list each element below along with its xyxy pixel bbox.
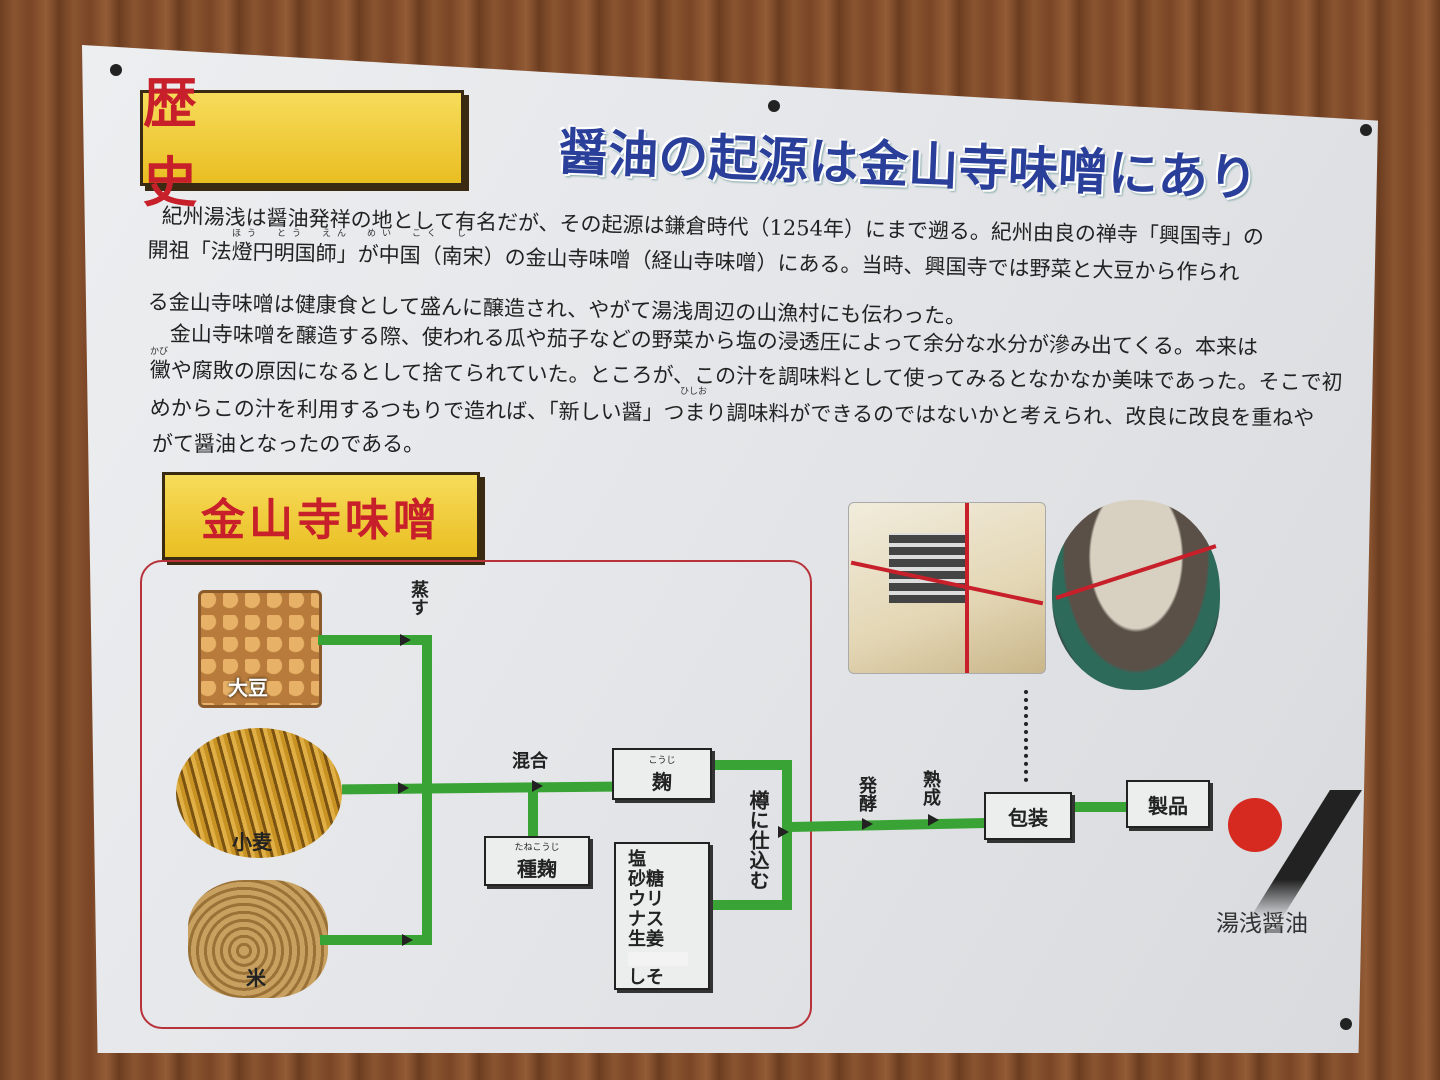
pin [768, 100, 780, 112]
addition-item: 生姜 [628, 929, 664, 950]
step-mix: 混合 [512, 751, 548, 772]
flow-line [528, 785, 538, 845]
step-ferment: 発酵 [856, 776, 877, 812]
ruby: かび [150, 347, 169, 357]
dotted-connector [1024, 690, 1028, 782]
arrow-icon [862, 818, 873, 830]
addition-item: 砂糖 [628, 869, 664, 890]
arrow-icon [400, 634, 411, 646]
seed-koji-label: 種麹 [517, 857, 557, 881]
pin [110, 64, 122, 76]
logo-brand: 湯浅醤油 [1216, 911, 1308, 937]
box-pattern [889, 533, 969, 603]
ingredient-soybean: 大豆 [228, 676, 268, 700]
box-product: 製品 [1126, 780, 1210, 828]
addition-item: しそ [628, 967, 664, 988]
arrow-icon [778, 826, 789, 838]
ruby: ほう とう えん めい こく し [232, 229, 473, 239]
step-barrel: 樽に仕込む [746, 790, 770, 890]
flow-line [710, 900, 792, 910]
flow-line [422, 635, 432, 945]
covered-item [628, 952, 688, 966]
box-koji: こうじ 麹 [612, 748, 712, 800]
addition-item: 塩 [628, 849, 646, 870]
step-mature: 熟成 [920, 770, 941, 806]
box-packaging: 包装 [984, 792, 1072, 840]
history-tag: 歴 史 [140, 71, 464, 214]
step-steam: 蒸す [408, 580, 429, 616]
box-seed-koji: たねこうじ 種麹 [484, 836, 590, 886]
arrow-icon [532, 780, 543, 792]
koji-ruby: こうじ [648, 756, 676, 766]
body-line: がて醤油となったのである。 [152, 432, 425, 456]
logo-sun-icon [1228, 798, 1282, 852]
process-frame [140, 560, 812, 1029]
wheat-image [176, 728, 342, 858]
flow-line [1066, 802, 1130, 812]
pin [1360, 124, 1372, 136]
rice-bale-image [188, 880, 328, 998]
red-string [1055, 544, 1217, 600]
miso-box-image [848, 502, 1046, 674]
arrow-icon [928, 814, 939, 826]
soybean-image [198, 590, 322, 708]
box-additions: 塩 砂糖 ウリ ナス 生姜 しそ [614, 842, 710, 990]
miso-barrel-image [1052, 500, 1220, 690]
ingredient-wheat: 小麦 [232, 830, 272, 854]
flow-line [708, 760, 792, 770]
flow-line [320, 935, 432, 945]
seed-koji-ruby: たねこうじ [514, 843, 560, 853]
arrow-icon [402, 934, 413, 946]
ingredient-rice: 米 [246, 966, 266, 990]
red-string [965, 503, 969, 673]
addition-item: ナス [628, 909, 664, 930]
pin [1340, 1018, 1352, 1030]
kinzanji-tag: 金山寺味噌 [162, 472, 480, 560]
addition-item: ウリ [628, 889, 664, 910]
ruby: ひしお [680, 387, 708, 397]
arrow-icon [398, 782, 409, 794]
koji-label: 麹 [652, 770, 672, 794]
flow-line [318, 635, 430, 645]
